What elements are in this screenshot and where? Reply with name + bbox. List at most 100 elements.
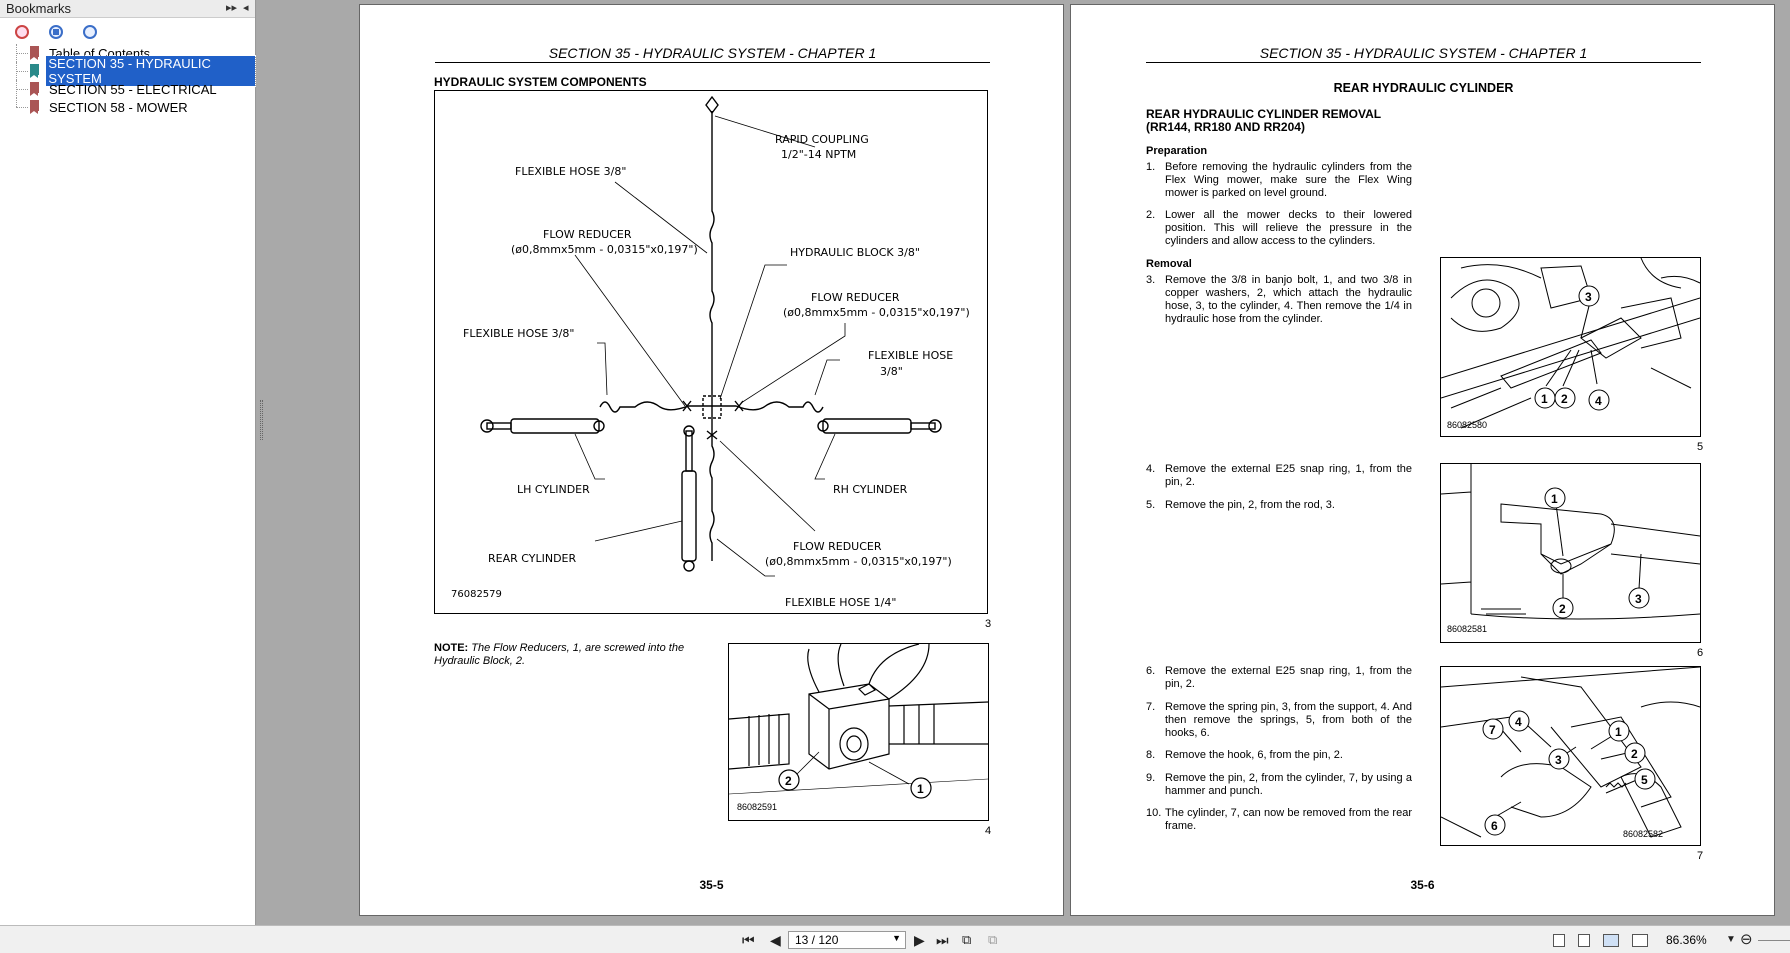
- step-number: 2.: [1146, 209, 1156, 221]
- continuous-view-icon[interactable]: [1578, 934, 1590, 947]
- label-flow-reducer-left-spec: (ø0,8mmx5mm - 0,0315"x0,197"): [511, 243, 698, 256]
- step-4: 4.Remove the external E25 snap ring, 1, …: [1146, 463, 1412, 489]
- step-number: 9.: [1146, 772, 1156, 784]
- callout-4: 4: [1515, 715, 1522, 729]
- bookmark-tree: Table of Contents SECTION 35 - HYDRAULIC…: [0, 44, 256, 116]
- step-text: Remove the pin, 2, from the rod, 3.: [1165, 499, 1335, 511]
- callout-6: 6: [1491, 819, 1498, 833]
- label-flow-reducer-right: FLOW REDUCER: [811, 291, 900, 304]
- label-flow-reducer-left: FLOW REDUCER: [543, 228, 632, 241]
- label-flow-reducer-bottom: FLOW REDUCER: [793, 540, 882, 553]
- delete-bookmark-icon[interactable]: [14, 24, 30, 40]
- callout-1: 1: [1541, 392, 1548, 406]
- facing-pages-view-icon[interactable]: [1603, 934, 1619, 947]
- step-10: 10.The cylinder, 7, can now be removed f…: [1146, 807, 1412, 833]
- figure-code: 86082580: [1447, 420, 1487, 430]
- flow-reducer-photo: 2 1 86082591: [728, 643, 989, 821]
- figure-number: 7: [1697, 850, 1704, 862]
- document-view[interactable]: SECTION 35 - HYDRAULIC SYSTEM - CHAPTER …: [257, 0, 1790, 925]
- step-number: 3.: [1146, 274, 1156, 286]
- section-title: REAR HYDRAULIC CYLINDER: [1333, 81, 1514, 95]
- panel-resize-handle[interactable]: [260, 400, 263, 440]
- label-rh-cylinder: RH CYLINDER: [833, 483, 908, 496]
- zoom-slider[interactable]: [1758, 940, 1790, 941]
- tree-line: [16, 53, 28, 54]
- callout-4: 4: [1595, 394, 1602, 408]
- removal-heading: Removal: [1146, 258, 1192, 270]
- step-text: Lower all the mower decks to their lower…: [1165, 209, 1412, 247]
- step-8: 8.Remove the hook, 6, from the pin, 2.: [1146, 749, 1412, 762]
- first-page-icon[interactable]: ⏮: [742, 932, 755, 948]
- subsection-models: (RR144, RR180 AND RR204): [1146, 120, 1305, 134]
- go-forward-view-icon[interactable]: ⧉: [988, 932, 998, 947]
- label-flexible-hose-right: FLEXIBLE HOSE: [868, 349, 953, 362]
- bookmark-icon: [30, 100, 39, 114]
- bookmarks-header: Bookmarks ▸▸ ◂: [0, 0, 255, 18]
- callout-1: 1: [917, 782, 924, 796]
- label-rapid-coupling-size: 1/2"-14 NPTM: [781, 148, 856, 161]
- page-35-6: SECTION 35 - HYDRAULIC SYSTEM - CHAPTER …: [1070, 4, 1775, 916]
- label-lh-cylinder: LH CYLINDER: [517, 483, 590, 496]
- new-bookmark-icon[interactable]: [48, 24, 64, 40]
- callout-2: 2: [1561, 392, 1568, 406]
- figure-6-illustration: 1 2 3 86082581: [1440, 464, 1701, 634]
- step-text: The cylinder, 7, can now be removed from…: [1165, 807, 1412, 832]
- figure-number: 3: [985, 618, 992, 630]
- next-page-icon[interactable]: ▶: [914, 932, 925, 948]
- step-number: 4.: [1146, 463, 1156, 475]
- last-page-icon[interactable]: ⏭: [936, 932, 949, 948]
- bookmarks-panel: Bookmarks ▸▸ ◂ Table of Contents SECTION…: [0, 0, 256, 925]
- figure-5-illustration: 3 1 2 4 86082580: [1440, 257, 1701, 430]
- expand-bookmark-icon[interactable]: [82, 24, 98, 40]
- tree-line: [16, 71, 28, 72]
- spring-pin-photo: 7 4 1 2 3 5 6 86082582: [1440, 666, 1701, 846]
- single-page-view-icon[interactable]: [1553, 934, 1565, 947]
- bookmark-section-35[interactable]: SECTION 35 - HYDRAULIC SYSTEM: [14, 55, 256, 87]
- collapse-panel-icon[interactable]: ◂: [243, 2, 249, 14]
- tree-line: [16, 98, 17, 107]
- callout-3: 3: [1585, 290, 1592, 304]
- note: NOTE: The Flow Reducers, 1, are screwed …: [434, 642, 704, 668]
- callout-2: 2: [785, 774, 792, 788]
- label-flexible-hose-right-size: 3/8": [880, 365, 903, 378]
- callout-2: 2: [1631, 747, 1638, 761]
- step-number: 5.: [1146, 499, 1156, 511]
- page-header: SECTION 35 - HYDRAULIC SYSTEM - CHAPTER …: [1146, 45, 1701, 63]
- label-rapid-coupling: RAPID COUPLING: [775, 133, 869, 146]
- bookmark-section-58[interactable]: SECTION 58 - MOWER: [14, 98, 255, 116]
- zoom-level[interactable]: 86.36%: [1666, 933, 1707, 947]
- step-7: 7. Remove the spring pin, 3, from the sup…: [1146, 701, 1412, 740]
- step-text: Remove the spring pin, 3, from the suppo…: [1165, 701, 1412, 739]
- expand-panel-icon[interactable]: ▸▸: [226, 2, 238, 14]
- navigation-toolbar: ⏮ ◀ 13 / 120 ▼ ▶ ⏭ ⧉ ⧉ 86.36% ▼ ⊖: [0, 925, 1790, 953]
- figure-7-illustration: 7 4 1 2 3 5 6 86082582: [1440, 666, 1701, 839]
- snap-ring-photo: 1 2 3 86082581: [1440, 463, 1701, 643]
- page-number-input[interactable]: 13 / 120 ▼: [788, 931, 906, 949]
- go-back-view-icon[interactable]: ⧉: [962, 932, 972, 947]
- note-label: NOTE:: [434, 642, 469, 654]
- step-text: Before removing the hydraulic cylinders …: [1165, 161, 1412, 199]
- chevron-down-icon[interactable]: ▼: [892, 933, 901, 943]
- step-6: 6.Remove the external E25 snap ring, 1, …: [1146, 665, 1412, 691]
- continuous-facing-view-icon[interactable]: [1632, 934, 1648, 947]
- step-2: 2. Lower all the mower decks to their low…: [1146, 209, 1412, 248]
- page-number: 35-6: [1410, 878, 1435, 892]
- step-text: Remove the external E25 snap ring, 1, fr…: [1165, 665, 1412, 690]
- step-number: 7.: [1146, 701, 1156, 713]
- bookmark-section-55[interactable]: SECTION 55 - ELECTRICAL: [14, 80, 255, 98]
- step-text: Remove the 3/8 in banjo bolt, 1, and two…: [1165, 274, 1412, 325]
- previous-page-icon[interactable]: ◀: [770, 932, 781, 948]
- page-number: 35-5: [699, 878, 724, 892]
- step-number: 10.: [1146, 807, 1162, 819]
- zoom-dropdown-icon[interactable]: ▼: [1726, 934, 1736, 945]
- bookmarks-toolbar: [0, 18, 255, 44]
- step-text: Remove the pin, 2, from the cylinder, 7,…: [1165, 772, 1412, 797]
- bookmarks-title: Bookmarks: [6, 1, 72, 16]
- bookmark-icon: [30, 82, 39, 96]
- tree-line: [16, 107, 28, 108]
- section-title: HYDRAULIC SYSTEM COMPONENTS: [434, 75, 647, 89]
- hydraulic-block-illustration: 2 1 86082591: [728, 643, 989, 812]
- callout-5: 5: [1641, 773, 1648, 787]
- hydraulic-diagram-figure: RAPID COUPLING 1/2"-14 NPTM FLEXIBLE HOS…: [434, 90, 988, 614]
- zoom-out-icon[interactable]: ⊖: [1740, 931, 1753, 948]
